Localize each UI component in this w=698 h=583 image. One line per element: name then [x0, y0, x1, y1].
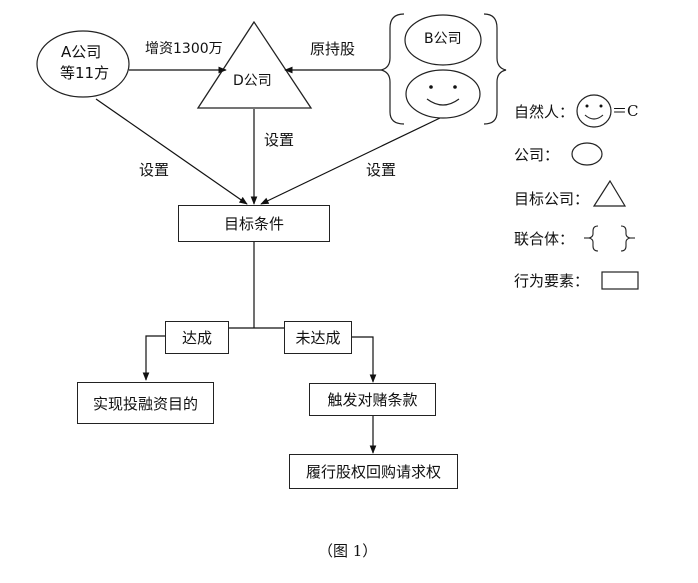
company-d-node [196, 20, 313, 109]
edge-achieved-to-goal [142, 335, 165, 381]
exercise-right-box: 履行股权回购请求权 [289, 454, 458, 489]
legend-company-ellipse-icon [571, 142, 603, 166]
consortium-left-brace-icon [380, 13, 405, 125]
trigger-clause-box: 触发对赌条款 [309, 383, 436, 416]
edge-capital-increase-label: 增资1300万 [145, 41, 223, 57]
edge-a-to-target [95, 98, 248, 205]
legend-target-company-label: 目标公司： [514, 190, 590, 208]
target-condition-box: 目标条件 [178, 205, 330, 242]
legend-behavior-element-label: 行为要素： [514, 272, 590, 290]
not-achieved-label: 未达成 [295, 329, 341, 347]
legend-smiley-icon [576, 94, 612, 128]
consortium-right-brace-icon [483, 13, 507, 125]
legend-triangle-icon [592, 179, 627, 207]
edge-not-achieved-to-trigger [351, 336, 377, 383]
legend-company-label: 公司： [514, 146, 560, 164]
legend-brace-icon [584, 225, 635, 252]
target-condition-label: 目标条件 [223, 215, 284, 233]
realize-goal-box: 实现投融资目的 [77, 382, 214, 424]
company-d-label: D公司 [233, 73, 272, 89]
edge-b-to-target [260, 117, 441, 205]
legend-rect-icon [601, 271, 639, 290]
company-a-label-line2: 等11方 [60, 64, 110, 82]
exercise-right-label: 履行股权回购请求权 [305, 463, 441, 481]
legend-natural-person-eq: ＝C [612, 102, 639, 120]
edge-set-b-label: 设置 [366, 161, 397, 179]
realize-goal-label: 实现投融资目的 [92, 394, 198, 413]
edge-original-holding-label: 原持股 [310, 40, 356, 58]
achieved-box: 达成 [165, 321, 229, 354]
company-a-label-line1: A公司 [61, 43, 102, 61]
company-a-node [36, 30, 130, 98]
company-b-node [404, 14, 482, 66]
achieved-label: 达成 [181, 329, 212, 347]
edge-set-a-label: 设置 [139, 161, 170, 179]
legend-consortium-label: 联合体： [514, 230, 575, 248]
trigger-clause-label: 触发对赌条款 [327, 391, 418, 409]
figure-caption: （图 1） [318, 542, 378, 560]
natural-person-c-node [405, 69, 481, 119]
legend-natural-person-label: 自然人： [514, 103, 575, 121]
not-achieved-box: 未达成 [284, 321, 352, 354]
company-b-label: B公司 [424, 31, 462, 47]
edge-set-d-label: 设置 [264, 131, 295, 149]
